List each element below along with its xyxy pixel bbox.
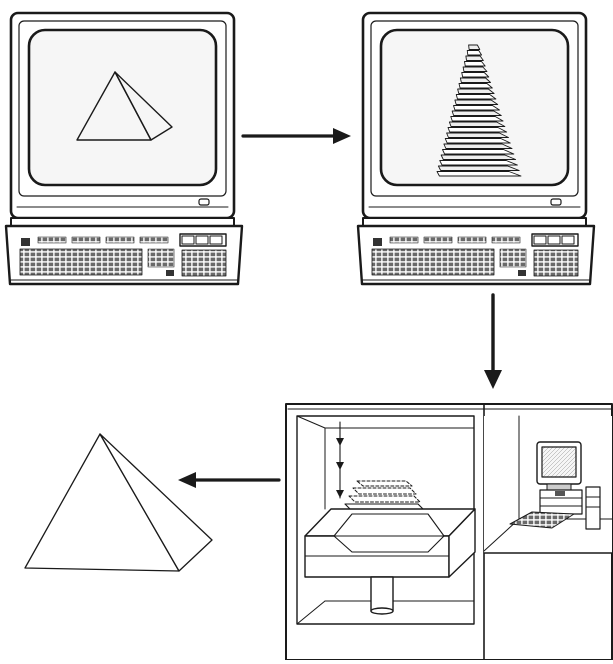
slice-layer	[466, 50, 483, 56]
piston	[370, 576, 394, 615]
slice-layer	[447, 127, 508, 133]
slice-layer	[455, 94, 497, 100]
slice-layer	[464, 61, 486, 67]
slice-layer	[459, 77, 491, 83]
slice-layer	[468, 44, 481, 50]
slice-layer	[448, 121, 506, 127]
slice-layer	[446, 132, 509, 138]
slice-layer	[461, 72, 490, 78]
slice-layer	[442, 149, 515, 155]
build-machine-icon	[285, 403, 613, 661]
slice-layer	[437, 165, 520, 171]
slice-layer	[444, 138, 511, 144]
pyramid-wireframe	[76, 71, 173, 141]
slice-layer	[457, 88, 495, 94]
arrow-right-icon	[241, 128, 351, 144]
slice-layer	[453, 105, 500, 111]
slice-layer	[458, 83, 493, 89]
slice-layer	[436, 171, 522, 177]
keyboard-icon	[356, 224, 596, 286]
vat	[304, 508, 476, 578]
pyramid-icon	[24, 433, 213, 572]
slice-layer	[465, 55, 484, 61]
slice-layer	[450, 116, 504, 122]
slice-layer	[440, 154, 517, 160]
layer-feed-arrows	[336, 421, 344, 499]
computer-terminal-icon	[361, 11, 588, 229]
slice-layer	[462, 66, 488, 72]
workstation-icon	[509, 441, 601, 530]
slice-layer	[439, 160, 518, 166]
computer-terminal-icon	[9, 11, 236, 229]
arrow-left-icon	[178, 472, 281, 488]
slice-layer	[451, 110, 502, 116]
keyboard-icon	[4, 224, 244, 286]
slice-layer	[454, 99, 499, 105]
slice-layer	[443, 143, 513, 149]
sliced-layers	[436, 44, 522, 177]
dashed-layers	[348, 480, 421, 503]
arrow-down-icon	[484, 293, 502, 389]
